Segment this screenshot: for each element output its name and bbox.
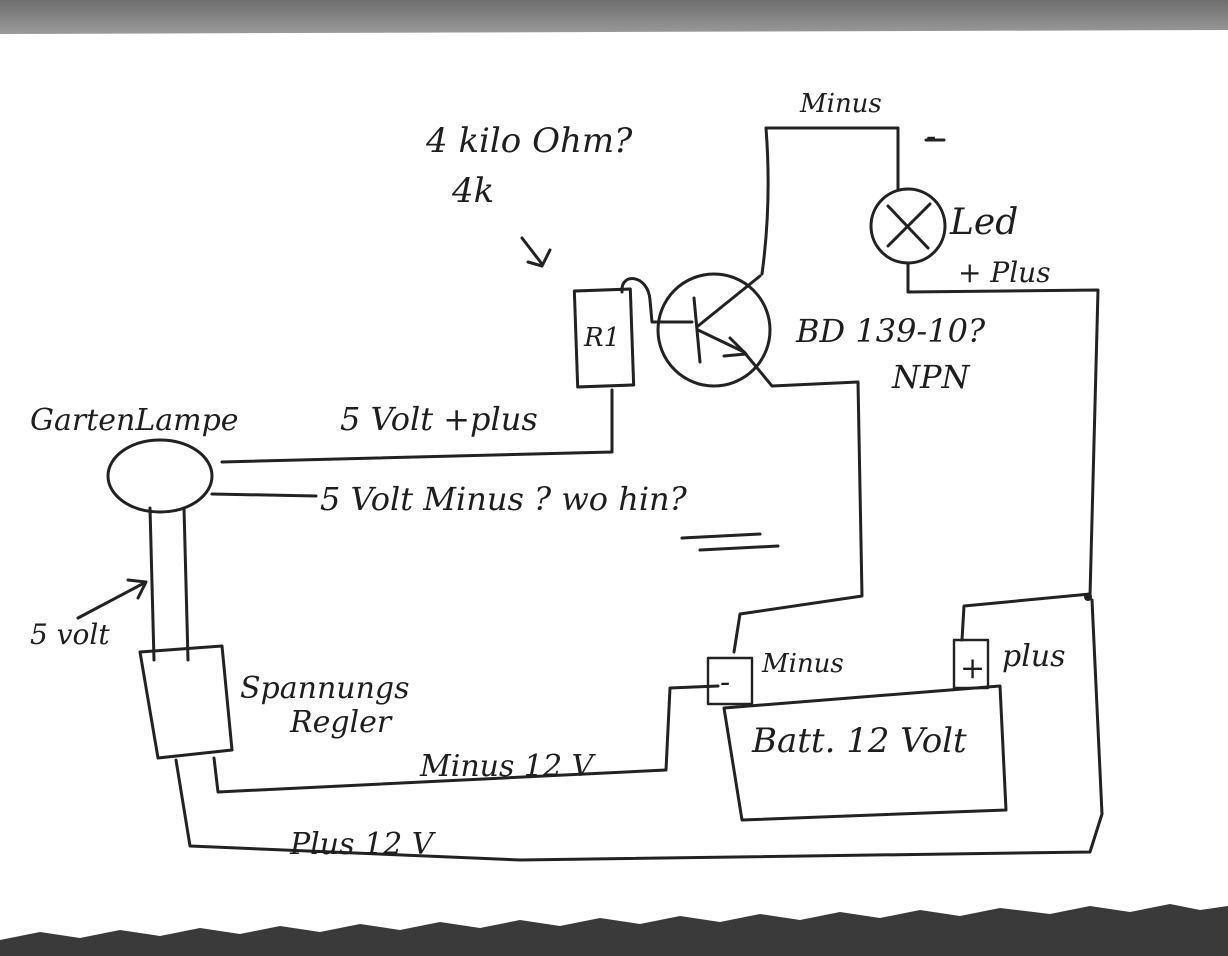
led-lamp — [869, 187, 947, 265]
wire-regulator-minus-12v — [212, 684, 720, 794]
junction-dot — [1084, 593, 1092, 601]
paper-sheet — [0, 30, 1228, 940]
wire-led-plus-to-rail — [906, 261, 1100, 598]
wire-battery-plus-to-rail — [960, 592, 1092, 642]
label-battery-minus: Minus — [761, 649, 844, 679]
transistor-npn — [656, 272, 772, 388]
battery — [722, 684, 1008, 822]
wire-resistor-to-base — [620, 277, 694, 324]
label-five-volt-minus: 5 Volt Minus ? wo hin? — [320, 480, 688, 518]
wire-regulator-plus-12v — [174, 598, 1104, 862]
label-plus-12v: Plus 12 V — [289, 827, 437, 862]
label-resistor: R1 — [583, 323, 620, 353]
label-five-volt: 5 volt — [30, 618, 110, 651]
label-regulator-line1: Spannungs — [240, 671, 410, 706]
label-minus-12v: Minus 12 V — [419, 749, 597, 784]
voltage-regulator — [138, 644, 234, 760]
wire-collector-to-led — [760, 126, 900, 276]
label-garden-lamp: GartenLampe — [30, 403, 239, 438]
battery-plus-terminal — [952, 638, 990, 690]
arrow-to-resistor — [520, 236, 552, 268]
label-led-plus: + Plus — [958, 256, 1051, 289]
label-battery-minus-terminal: - — [720, 665, 730, 700]
label-led: Led — [949, 202, 1018, 243]
underline-wo-hin — [680, 532, 780, 552]
label-minus-top: Minus — [799, 89, 882, 119]
label-transistor-kind: NPN — [891, 358, 971, 396]
arrow-to-cable — [76, 578, 148, 620]
label-minus-sign: - — [926, 119, 936, 154]
label-battery-plus: plus — [1002, 639, 1066, 674]
wire-lamp-minus — [210, 492, 318, 498]
label-resistor-short: 4k — [451, 171, 494, 211]
label-battery: Batt. 12 Volt — [751, 721, 967, 761]
resistor-r1 — [572, 287, 636, 389]
wire-emitter-to-battery-minus — [732, 350, 864, 654]
label-transistor-type: BD 139-10? — [795, 312, 986, 350]
garden-lamp — [106, 438, 214, 514]
label-regulator-line2: Regler — [289, 705, 393, 740]
cable-lamp-to-regulator — [148, 506, 190, 662]
label-battery-plus-terminal: + — [960, 651, 985, 686]
battery-minus-terminal — [706, 656, 754, 706]
label-five-volt-plus: 5 Volt +plus — [340, 400, 538, 438]
wire-resistor-to-lamp — [220, 388, 614, 464]
label-resistor-value: 4 kilo Ohm? — [425, 121, 633, 161]
top-shadow — [0, 0, 1228, 34]
